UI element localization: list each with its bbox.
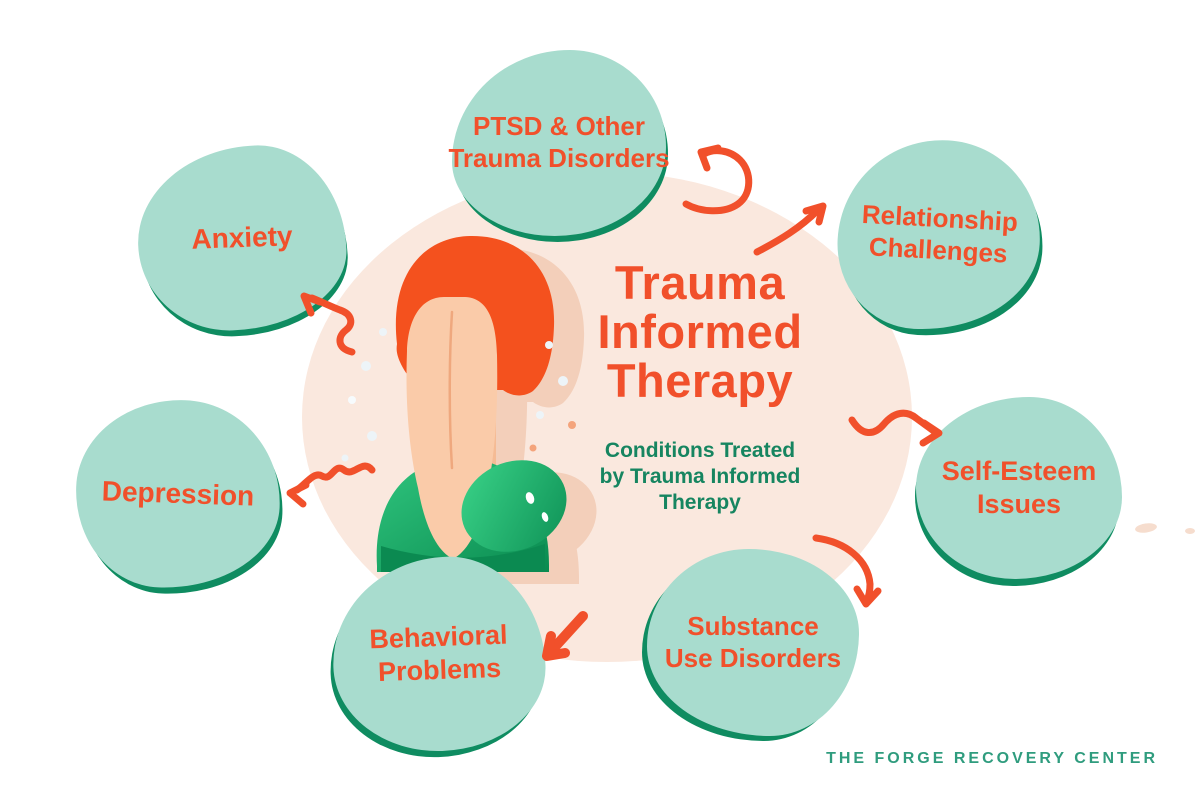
condition-label: PTSD & Other [473,111,645,142]
condition-label: Behavioral [368,619,508,655]
condition-label: Problems [377,652,502,688]
condition-blob-depression: Depression [72,396,284,592]
title-line: Therapy [606,354,794,407]
condition-blob-self-esteem: Self-Esteem Issues [916,397,1122,579]
condition-blob-ptsd: PTSD & Other Trauma Disorders [448,50,670,236]
arrow-to-relationship-icon [753,202,827,256]
condition-blob-behavioral: Behavioral Problems [329,553,549,755]
condition-label: Challenges [868,231,1009,269]
arrow-to-depression-icon [286,462,376,508]
title-line: Trauma [614,256,786,309]
arrow-loop-ptsd-icon [682,144,753,215]
title-line: Informed [597,305,803,358]
arrow-to-self-esteem-icon [848,409,943,447]
condition-label: Trauma Disorders [448,143,670,173]
page-title: Trauma Informed Therapy [545,258,855,405]
green-top [376,463,549,572]
hair [395,235,555,396]
condition-blob-anxiety: Anxiety [134,142,350,334]
condition-label: Use Disorders [664,642,842,673]
condition-label: Depression [101,475,255,512]
condition-label: Self-Esteem [941,456,1097,487]
hands-covering-face [406,297,498,559]
brand-footer: THE FORGE RECOVERY CENTER [826,750,1158,767]
condition-label: Issues [976,489,1062,519]
condition-blob-substance: Substance Use Disorders [647,549,859,736]
subtitle-line: Conditions Treated [604,439,796,462]
decorative-speckles [1135,523,1195,534]
condition-label: Anxiety [190,220,294,255]
tears [341,328,576,462]
arrow-to-behavioral-icon [542,611,588,661]
page-subtitle: Conditions Treated by Trauma Informed Th… [545,438,855,516]
condition-blob-relationship: Relationship Challenges [833,134,1045,336]
subtitle-line: Therapy [659,491,741,514]
subtitle-line: by Trauma Informed [599,465,801,488]
condition-label: Substance [687,610,819,641]
